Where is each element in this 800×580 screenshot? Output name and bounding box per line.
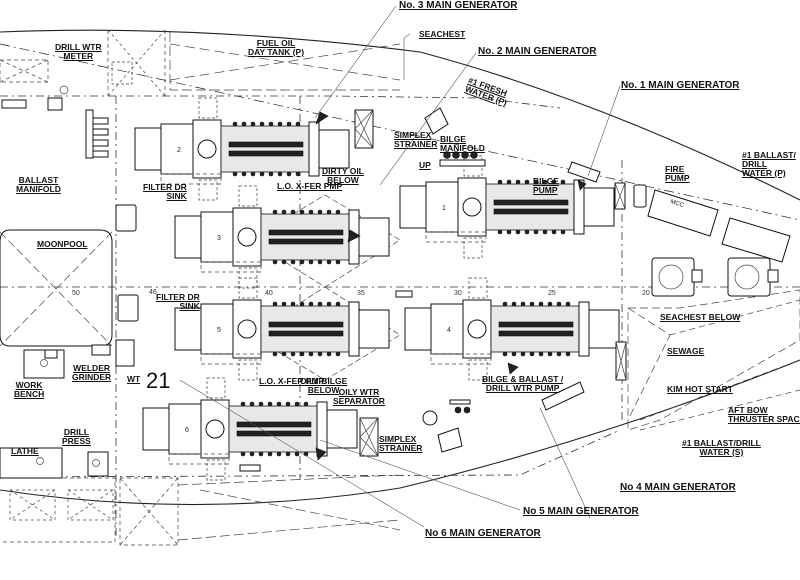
generator-unit-number: 6 xyxy=(185,427,189,434)
main-generator-set-4: 4 xyxy=(404,277,620,381)
sewage-label: SEWAGE xyxy=(667,346,705,356)
bilge-ballast-drill-wtr-pump-label: BILGE & BALLAST /DRILL WTR PUMP xyxy=(482,374,564,393)
lo-xfer-pmp-lower-label: L.O. X-FER PMP xyxy=(259,376,325,386)
generator-unit-number: 2 xyxy=(177,147,181,154)
main-generator-set-1: 1 xyxy=(399,155,615,259)
upper-tanks xyxy=(0,29,401,97)
no4-generator-label: No 4 MAIN GENERATOR xyxy=(620,482,736,493)
no1-generator-label: No. 1 MAIN GENERATOR xyxy=(621,80,740,91)
main-generator-set-5: 5 xyxy=(174,277,390,381)
lower-tanks xyxy=(0,474,401,546)
leader-lines xyxy=(179,5,621,528)
frame-tick-20: 20 xyxy=(642,290,650,297)
up-label: UP xyxy=(419,160,431,170)
frame-tick-25: 25 xyxy=(548,290,556,297)
no2-generator-label: No. 2 MAIN GENERATOR xyxy=(478,46,597,57)
generator-unit-number: 3 xyxy=(217,235,221,242)
seachest-label: SEACHEST xyxy=(419,29,466,39)
generator-unit-number: 1 xyxy=(442,205,446,212)
seachest-below-label: SEACHEST BELOW xyxy=(660,312,741,322)
generator-unit-number: 5 xyxy=(217,327,221,334)
frame-tick-50: 50 xyxy=(72,290,80,297)
frame-tick-40: 40 xyxy=(265,290,273,297)
equipment xyxy=(0,85,791,479)
lathe-label: LATHE xyxy=(11,446,39,456)
wt-label: WT xyxy=(127,374,141,384)
filter-dr-sink-ref: 46 xyxy=(149,289,157,296)
no5-generator-label: No 5 MAIN GENERATOR xyxy=(523,506,639,517)
frame-tick-35: 35 xyxy=(357,290,365,297)
kim-hot-start-label: KIM HOT START xyxy=(667,384,733,394)
sewage-space xyxy=(627,289,800,431)
main-generator-set-6: 6 xyxy=(142,377,358,481)
moonpool-label: MOONPOOL xyxy=(37,239,88,249)
generator-unit-number: 4 xyxy=(447,327,451,334)
no3-generator-label: No. 3 MAIN GENERATOR xyxy=(399,0,518,11)
main-generator-set-2: 2 xyxy=(134,97,350,201)
main-generator-set-3: 3 xyxy=(174,185,390,289)
drawing-marker: 21 xyxy=(146,368,171,393)
lo-xfer-pmp-upper-label: L.O. X-FER PMP xyxy=(277,181,343,191)
frame-tick-30: 30 xyxy=(454,290,462,297)
no6-generator-label: No 6 MAIN GENERATOR xyxy=(425,528,541,539)
